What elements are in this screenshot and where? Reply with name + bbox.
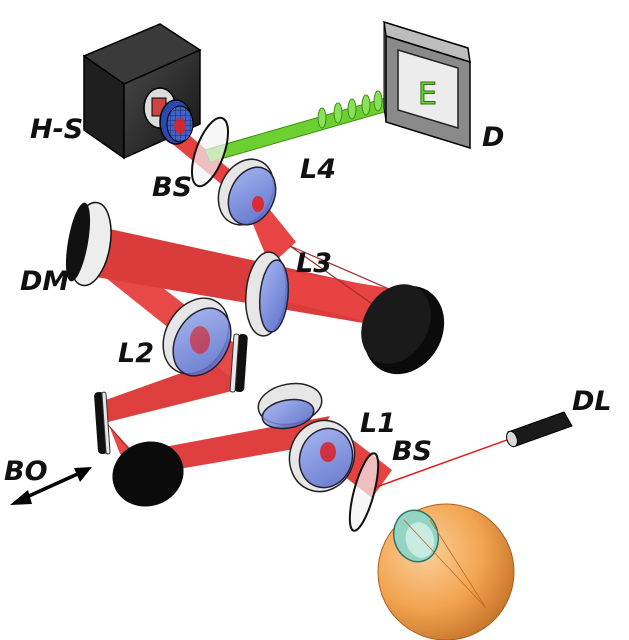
lower-mirror bbox=[112, 441, 184, 507]
label-dm: DM bbox=[20, 266, 69, 297]
bo-arrow bbox=[10, 467, 92, 505]
label-bs-top: BS bbox=[152, 172, 192, 203]
lens-l4 bbox=[217, 158, 277, 226]
label-l1: L1 bbox=[360, 408, 396, 439]
label-l4: L4 bbox=[300, 154, 336, 185]
lens-l1 bbox=[257, 382, 356, 493]
label-d: D bbox=[482, 122, 504, 153]
flat-mirror-right bbox=[229, 333, 248, 393]
label-l3: L3 bbox=[296, 248, 332, 279]
lens-l2 bbox=[162, 297, 232, 377]
laser-line bbox=[367, 435, 519, 491]
beam-splitter-bottom bbox=[348, 452, 380, 532]
large-concave-mirror bbox=[361, 284, 445, 375]
label-bs-bottom: BS bbox=[392, 436, 432, 467]
label-dl: DL bbox=[572, 386, 612, 417]
label-bo: BO bbox=[4, 456, 48, 487]
flat-mirror-left bbox=[94, 391, 111, 455]
eye bbox=[377, 503, 515, 640]
diode-laser bbox=[506, 411, 573, 448]
label-l2: L2 bbox=[118, 338, 154, 369]
beam-l1-to-lower-mirror bbox=[148, 416, 330, 474]
display-target-letter: E bbox=[418, 77, 437, 112]
label-hs: H-S bbox=[30, 114, 83, 145]
beam-splitter-top bbox=[190, 116, 230, 188]
deformable-mirror bbox=[65, 201, 112, 287]
hs-sensor-grid bbox=[159, 99, 194, 145]
lens-l3 bbox=[244, 251, 290, 337]
display-d: E bbox=[383, 20, 471, 150]
